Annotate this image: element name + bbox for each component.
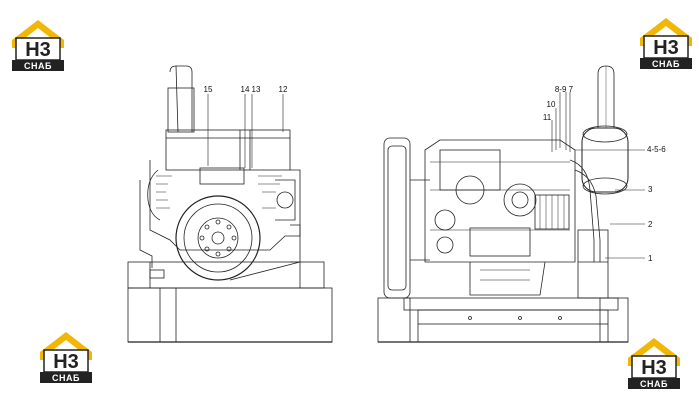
logo-bottom-left: H3 СНАБ — [38, 330, 94, 384]
callout-14: 14 — [241, 85, 250, 94]
callout-1: 1 — [648, 254, 653, 263]
logo-mark: H3 — [653, 37, 679, 59]
callout-labels-right: 8-9 7 10 11 4-5-6 3 2 1 — [543, 85, 666, 263]
engine-side-view — [377, 65, 645, 343]
callout-15: 15 — [204, 85, 213, 94]
callout-11: 11 — [543, 113, 552, 122]
logo-mark: H3 — [25, 39, 51, 61]
logo-bottom-right: H3 СНАБ — [626, 336, 682, 390]
logo-top-left: H3 СНАБ — [10, 18, 66, 72]
logo-top-right: H3 СНАБ — [638, 16, 694, 70]
callout-3: 3 — [648, 185, 653, 194]
callout-8-9-7: 8-9 7 — [555, 85, 574, 94]
engine-front-view — [127, 65, 333, 343]
logo-caption: СНАБ — [640, 379, 668, 389]
callout-2: 2 — [648, 220, 653, 229]
callout-10: 10 — [547, 100, 556, 109]
callout-labels-left: 15 14 13 12 — [204, 85, 288, 94]
logo-mark: H3 — [641, 357, 667, 379]
logo-caption: СНАБ — [652, 59, 680, 69]
logo-caption: СНАБ — [52, 373, 80, 383]
callout-4-5-6: 4-5-6 — [647, 145, 666, 154]
logo-mark: H3 — [53, 351, 79, 373]
callout-12: 12 — [279, 85, 288, 94]
callout-13: 13 — [252, 85, 261, 94]
logo-caption: СНАБ — [24, 61, 52, 71]
